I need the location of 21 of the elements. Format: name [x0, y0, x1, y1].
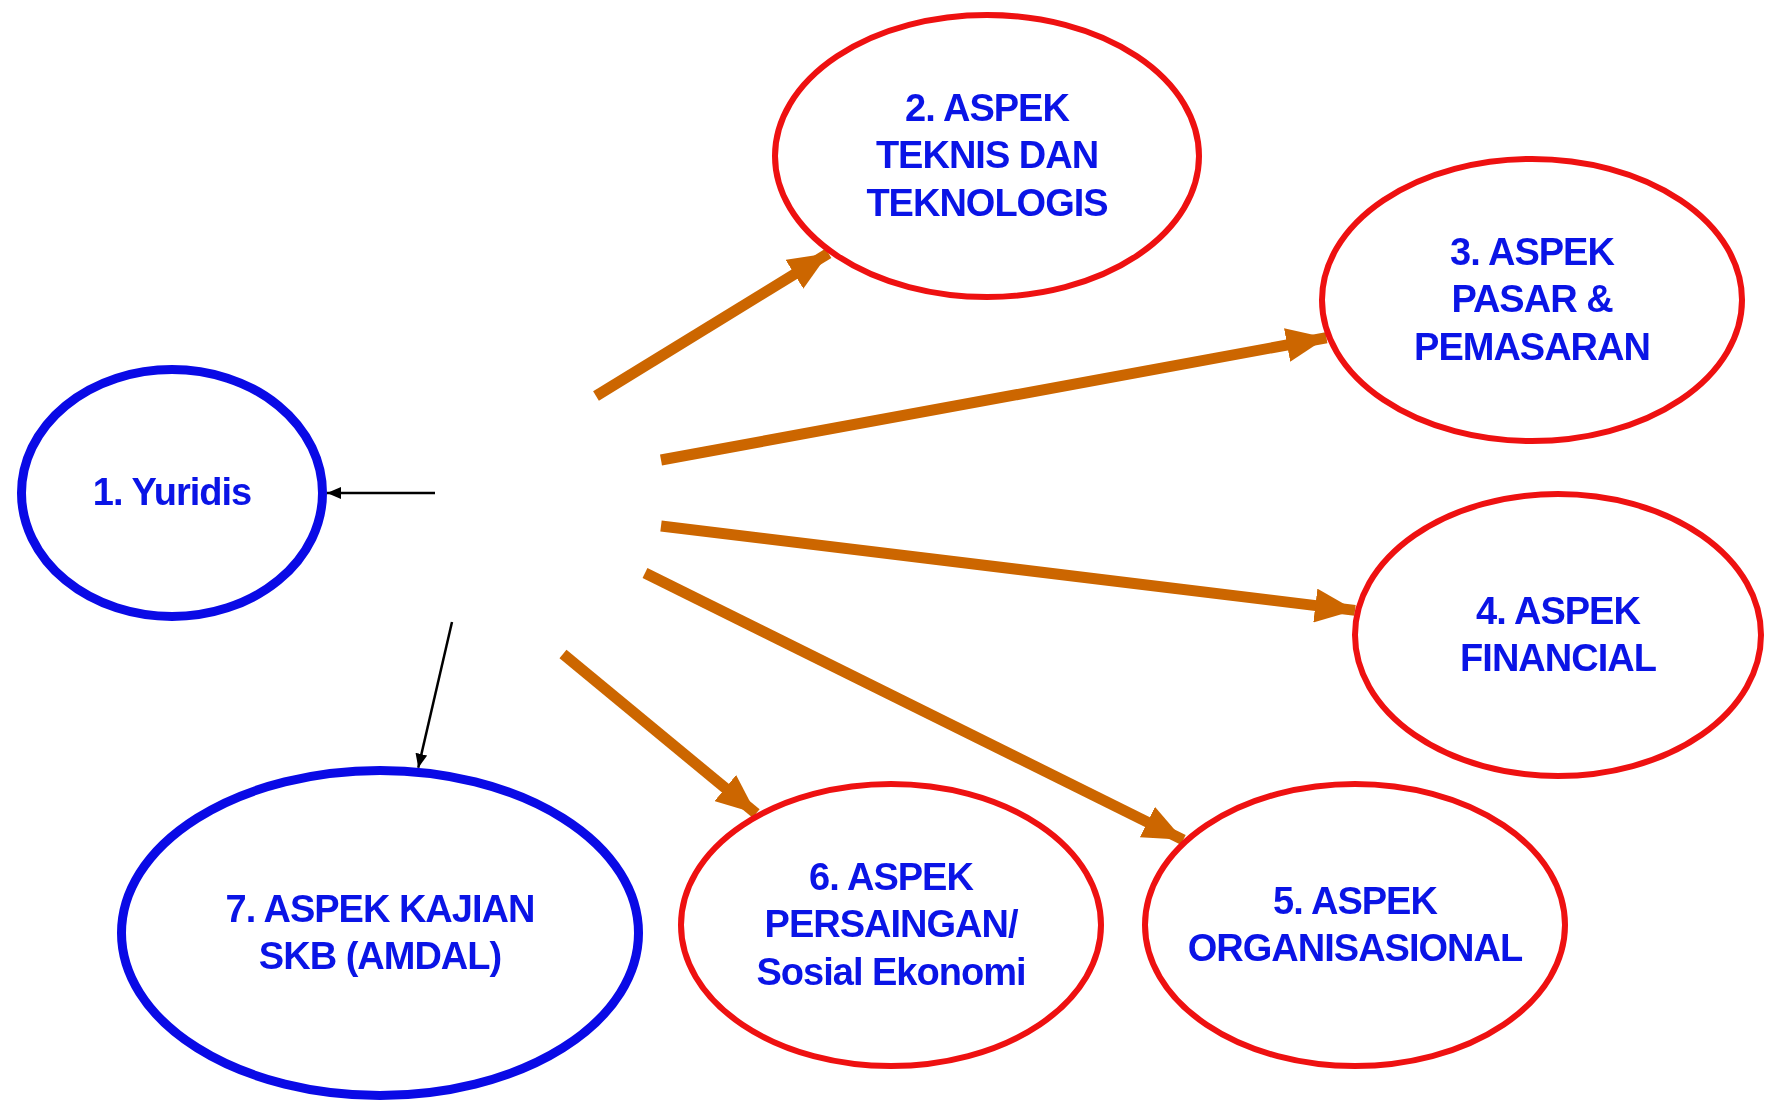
aspect-ellipse — [1352, 491, 1764, 779]
aspect-label: 7. ASPEK KAJIAN SKB (AMDAL) — [224, 886, 536, 979]
arrow — [559, 649, 760, 818]
arrow — [642, 568, 1186, 845]
aspect-label: 5. ASPEK ORGANISASIONAL — [1186, 878, 1524, 971]
aspect-label: 1. Yuridis — [92, 470, 252, 516]
aspect-label: 2. ASPEK TEKNIS DAN TEKNOLOGIS — [865, 85, 1109, 226]
arrow — [593, 248, 832, 401]
arrow — [415, 621, 454, 769]
aspect-ellipse — [1319, 156, 1745, 444]
arrow — [660, 328, 1328, 466]
aspect-label: 6. ASPEK PERSAINGAN/ Sosial Ekonomi — [755, 854, 1027, 995]
aspect-ellipse — [1142, 781, 1568, 1069]
aspect-label: 3. ASPEK PASAR & PEMASARAN — [1413, 229, 1651, 370]
aspect-ellipse — [678, 781, 1104, 1069]
aspect-ellipse — [17, 365, 327, 621]
aspect-ellipse — [772, 12, 1202, 300]
arrow — [327, 487, 435, 499]
aspect-label: 4. ASPEK FINANCIAL — [1459, 588, 1657, 681]
aspect-ellipse — [117, 766, 643, 1100]
arrow — [660, 520, 1356, 623]
